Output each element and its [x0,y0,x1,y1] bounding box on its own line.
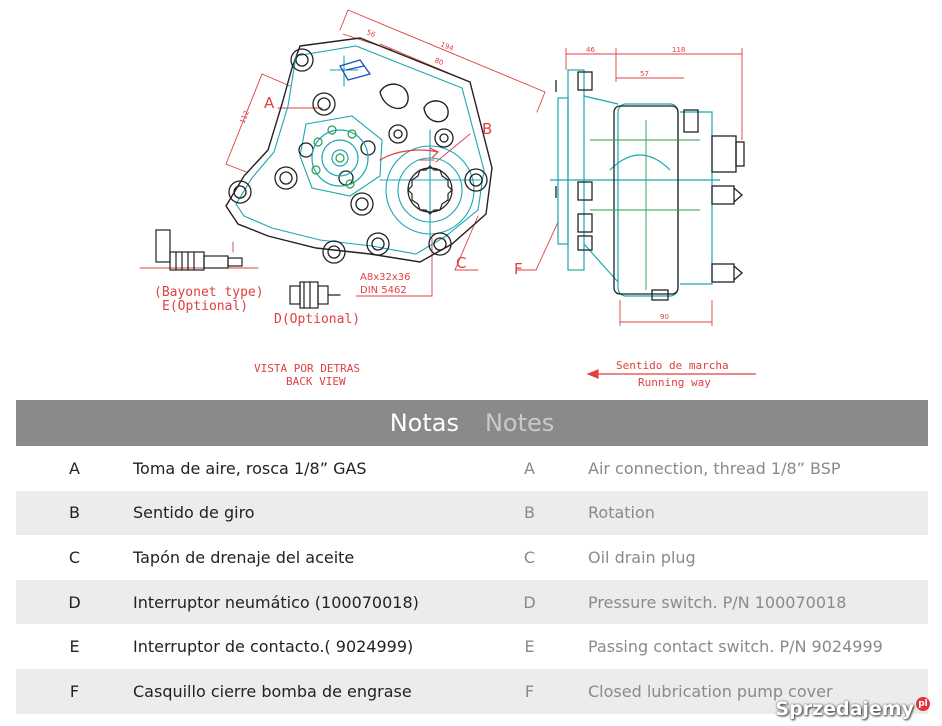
note-text-es: Casquillo cierre bomba de engrase [133,681,412,701]
side-view: F 46 118 57 90 Sentido de marcha Running… [514,46,756,389]
table-row: B Sentido de giro B Rotation [16,490,928,536]
note-letter-es: E [69,637,80,657]
spline-spec-1: A8x32x36 [360,272,411,283]
table-row: E Interruptor de contacto.( 9024999) E Pass… [16,624,928,669]
note-letter-es: A [69,458,80,478]
note-text-es: Tapón de drenaje del aceite [133,547,355,567]
note-letter-es: D [68,592,81,612]
notes-title-en: Notes [484,409,555,437]
table-row: F Casquillo cierre bomba de engrase F Close… [16,668,928,714]
note-text-es: Interruptor de contacto.( 9024999) [133,637,414,657]
dim-57: 57 [640,70,649,78]
label-b: B [482,120,492,138]
direction-label-en: Running way [638,376,711,389]
table-row: A Toma de aire, rosca 1/8” GAS A Air connec… [16,446,928,491]
note-text-en: Oil drain plug [588,547,696,567]
bayonet-label-1: (Bayonet type) [154,285,264,300]
note-text-en: Passing contact switch. P/N 9024999 [588,637,883,657]
note-letter-en: A [524,458,535,478]
note-letter-en: F [524,681,535,701]
dim-56: 56 [365,28,377,39]
watermark-logo: Sprzedajemy pl [775,697,930,720]
technical-drawing: A B C 56 194 80 112 A8x32x36 DIN 5462 (B… [139,9,756,389]
note-text-en: Closed lubrication pump cover [588,681,833,701]
table-row: C Tapón de drenaje del aceite C Oil drain p… [16,535,928,580]
view-label-en: BACK VIEW [286,375,346,388]
dim-46: 46 [586,46,595,54]
label-f: F [514,260,523,278]
note-text-en: Air connection, thread 1/8” BSP [588,458,841,478]
dim-80: 80 [433,56,444,67]
note-text-en: Rotation [588,503,655,523]
dim-112: 112 [238,109,250,124]
watermark-badge: pl [916,697,930,711]
notes-title-es: Notas [389,409,459,437]
note-letter-en: C [523,547,536,567]
note-letter-en: B [524,503,535,523]
dim-90: 90 [660,313,669,321]
watermark-text: Sprzedajemy [775,698,914,720]
notes-table: Notas Notes A Toma de aire, rosca 1/8” GA… [16,400,928,714]
notes-rows: A Toma de aire, rosca 1/8” GAS A Air connec… [16,446,928,714]
notes-header: Notas Notes [16,400,928,446]
note-letter-es: C [68,547,81,567]
spline-spec-2: DIN 5462 [360,285,407,296]
back-view: A B C 56 194 80 112 A8x32x36 DIN 5462 (B… [139,9,546,388]
note-letter-en: D [523,592,536,612]
note-letter-en: E [524,637,535,657]
view-label-es: VISTA POR DETRAS [254,362,360,375]
note-text-es: Toma de aire, rosca 1/8” GAS [133,458,367,478]
bayonet-label-2: E(Optional) [162,299,248,314]
label-a: A [264,94,275,112]
note-letter-es: B [69,503,80,523]
d-optional-label: D(Optional) [274,312,360,327]
note-text-en: Pressure switch. P/N 100070018 [588,592,847,612]
table-row: D Interruptor neumático (100070018) D Press… [16,579,928,625]
dim-118: 118 [672,46,685,54]
note-text-es: Sentido de giro [133,503,255,523]
note-letter-es: F [69,681,80,701]
note-text-es: Interruptor neumático (100070018) [133,592,419,612]
direction-label-es: Sentido de marcha [616,359,729,372]
label-c: C [456,254,466,272]
